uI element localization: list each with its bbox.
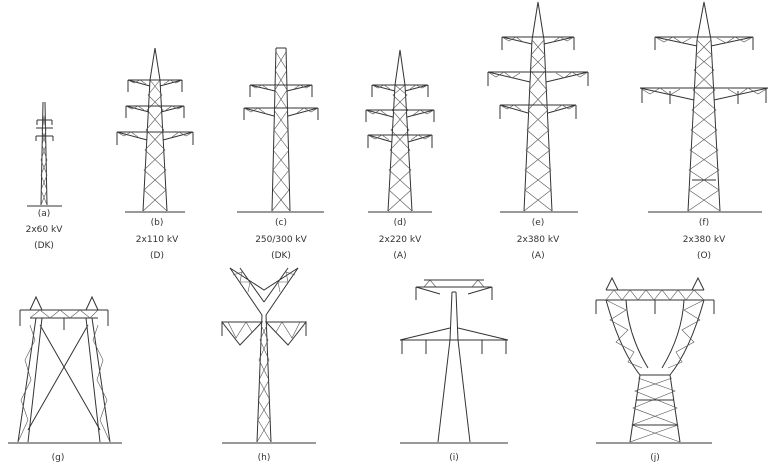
tower-e-code: (A)	[531, 251, 544, 261]
tower-j	[595, 276, 715, 444]
tower-j-letter: (j)	[650, 453, 660, 463]
tower-g-letter: (g)	[52, 453, 65, 463]
tower-i	[399, 279, 509, 444]
tower-c	[237, 47, 324, 213]
tower-b-voltage: 2x110 kV	[136, 235, 179, 245]
tower-d	[365, 49, 435, 213]
tower-e	[487, 1, 589, 213]
tower-a	[27, 101, 62, 207]
tower-b-code: (D)	[150, 251, 164, 261]
tower-a-letter: (a)	[38, 209, 51, 219]
tower-d-letter: (d)	[394, 218, 407, 228]
tower-a-drawing	[35, 101, 54, 206]
tower-h	[220, 267, 316, 444]
tower-e-voltage: 2x380 kV	[517, 235, 560, 245]
tower-d-voltage: 2x220 kV	[379, 235, 422, 245]
tower-f-voltage: 2x380 kV	[683, 235, 726, 245]
tower-c-code: (DK)	[271, 251, 291, 261]
tower-d-code: (A)	[393, 251, 406, 261]
tower-f	[639, 1, 768, 213]
tower-c-voltage: 250/300 kV	[255, 235, 307, 245]
tower-f-letter: (f)	[699, 218, 709, 228]
tower-f-code: (O)	[697, 251, 711, 261]
tower-e-letter: (e)	[532, 218, 545, 228]
tower-b-letter: (b)	[151, 218, 164, 228]
tower-a-voltage: 2x60 kV	[26, 225, 64, 235]
tower-g	[8, 295, 122, 444]
tower-a-code: (DK)	[34, 241, 54, 251]
tower-i-letter: (i)	[449, 453, 459, 463]
tower-b	[116, 47, 194, 213]
tower-c-letter: (c)	[275, 218, 287, 228]
tower-h-letter: (h)	[258, 453, 271, 463]
